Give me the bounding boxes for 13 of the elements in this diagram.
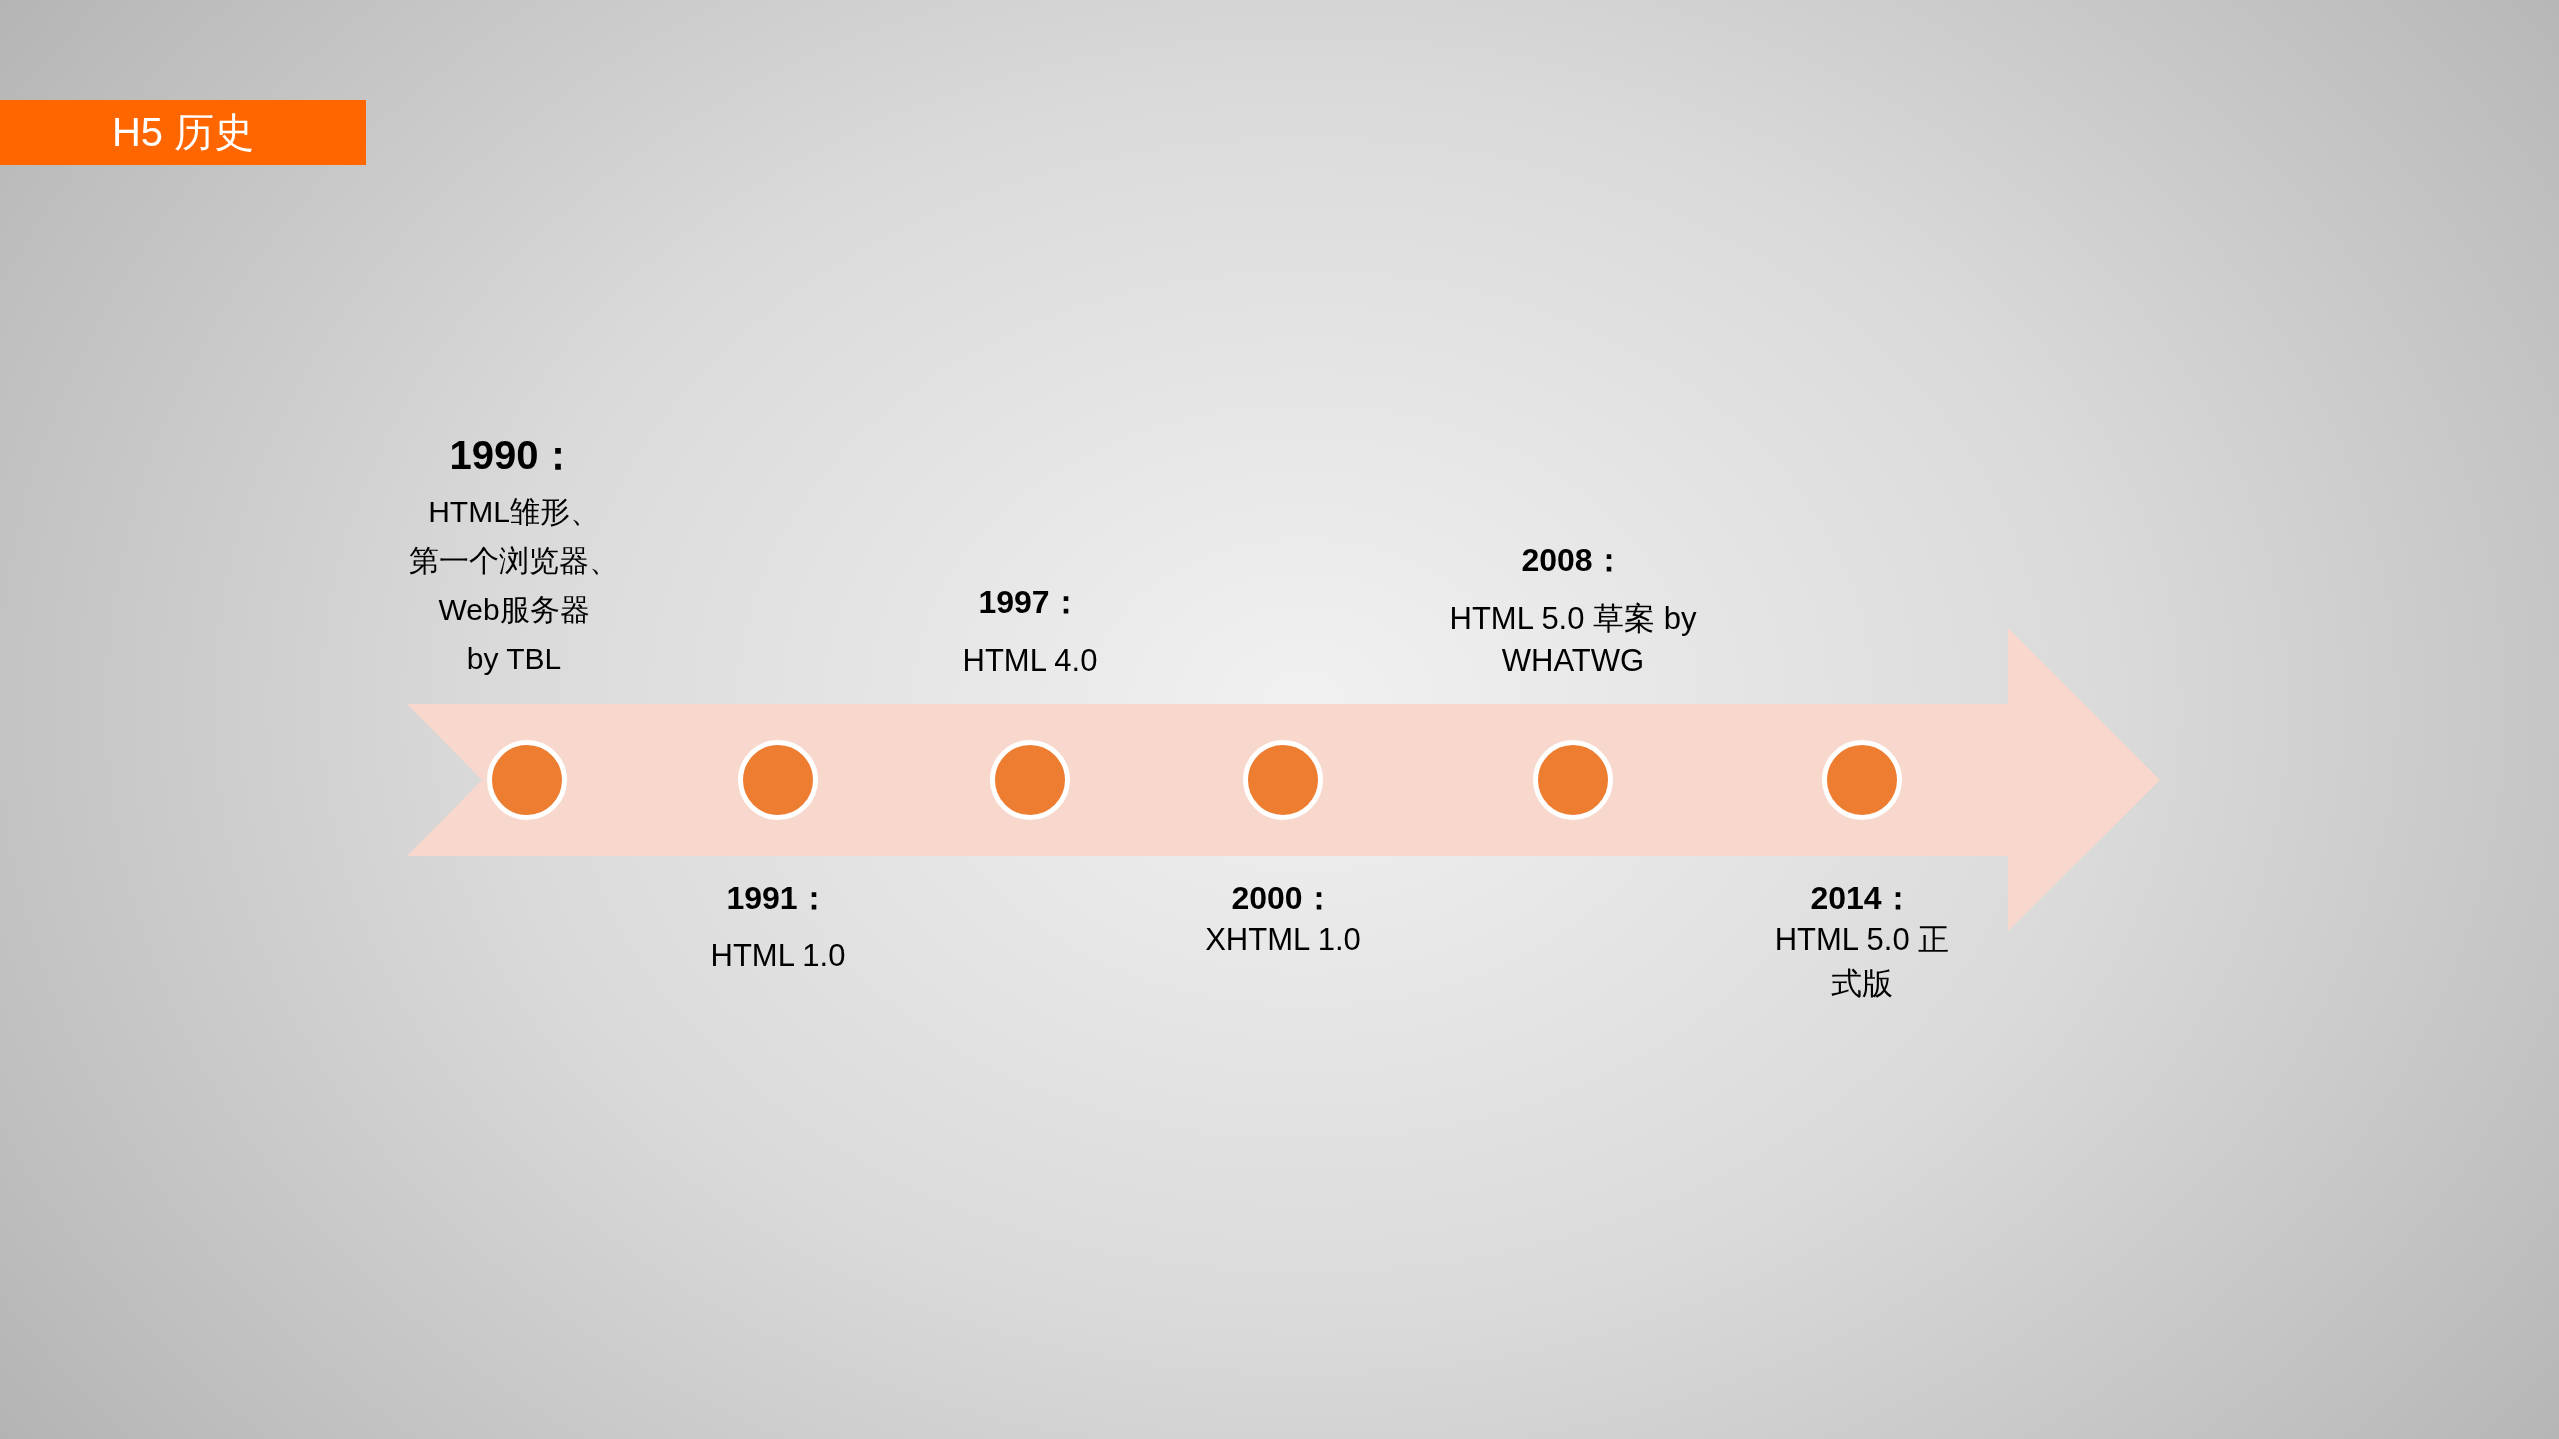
- milestone-text: XHTML 1.0: [1204, 921, 1362, 959]
- year-label: 1990：: [448, 432, 580, 479]
- year-label: 1991：: [725, 879, 831, 918]
- year-label: 2000：: [1230, 879, 1336, 918]
- year-label: 1997：: [977, 583, 1083, 622]
- milestone-text: HTML 5.0 草案 by WHATWG: [1448, 600, 1698, 680]
- year-label: 2014：: [1809, 879, 1915, 918]
- milestone-text: HTML 4.0: [961, 642, 1099, 680]
- milestone-text: HTML 5.0 正式版: [1773, 921, 1951, 1003]
- year-label: 2008：: [1520, 541, 1626, 580]
- milestone-text: HTML 1.0: [709, 937, 847, 975]
- milestone-text: HTML雏形、第一个浏览器、Web服务器 by TBL: [408, 493, 620, 677]
- title-banner: H5 历史: [0, 100, 366, 165]
